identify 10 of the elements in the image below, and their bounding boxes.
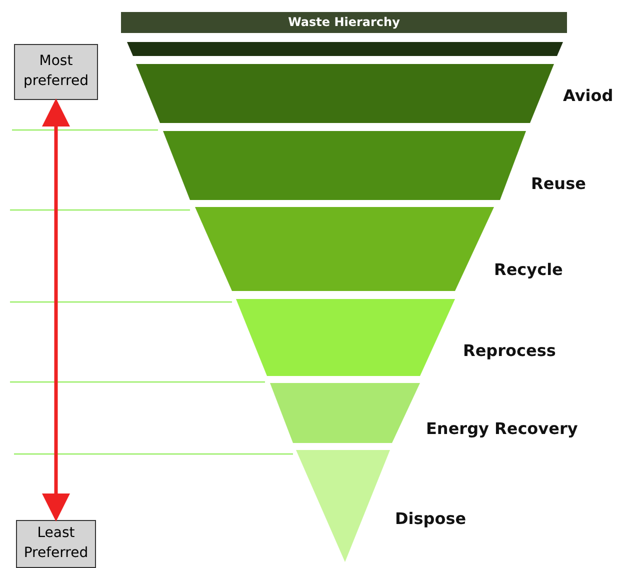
level-label: Reuse [531,174,586,193]
level-label: Aviod [563,86,614,105]
level-label: Dispose [395,509,466,528]
level-label: Recycle [494,260,563,279]
label-box: Most preferred [14,44,98,100]
label-box: Least Preferred [16,520,96,568]
level-label: Reprocess [463,341,556,360]
title-bar: Waste Hierarchy [121,12,567,33]
double-arrow [42,98,70,522]
level-label: Energy Recovery [426,419,578,438]
